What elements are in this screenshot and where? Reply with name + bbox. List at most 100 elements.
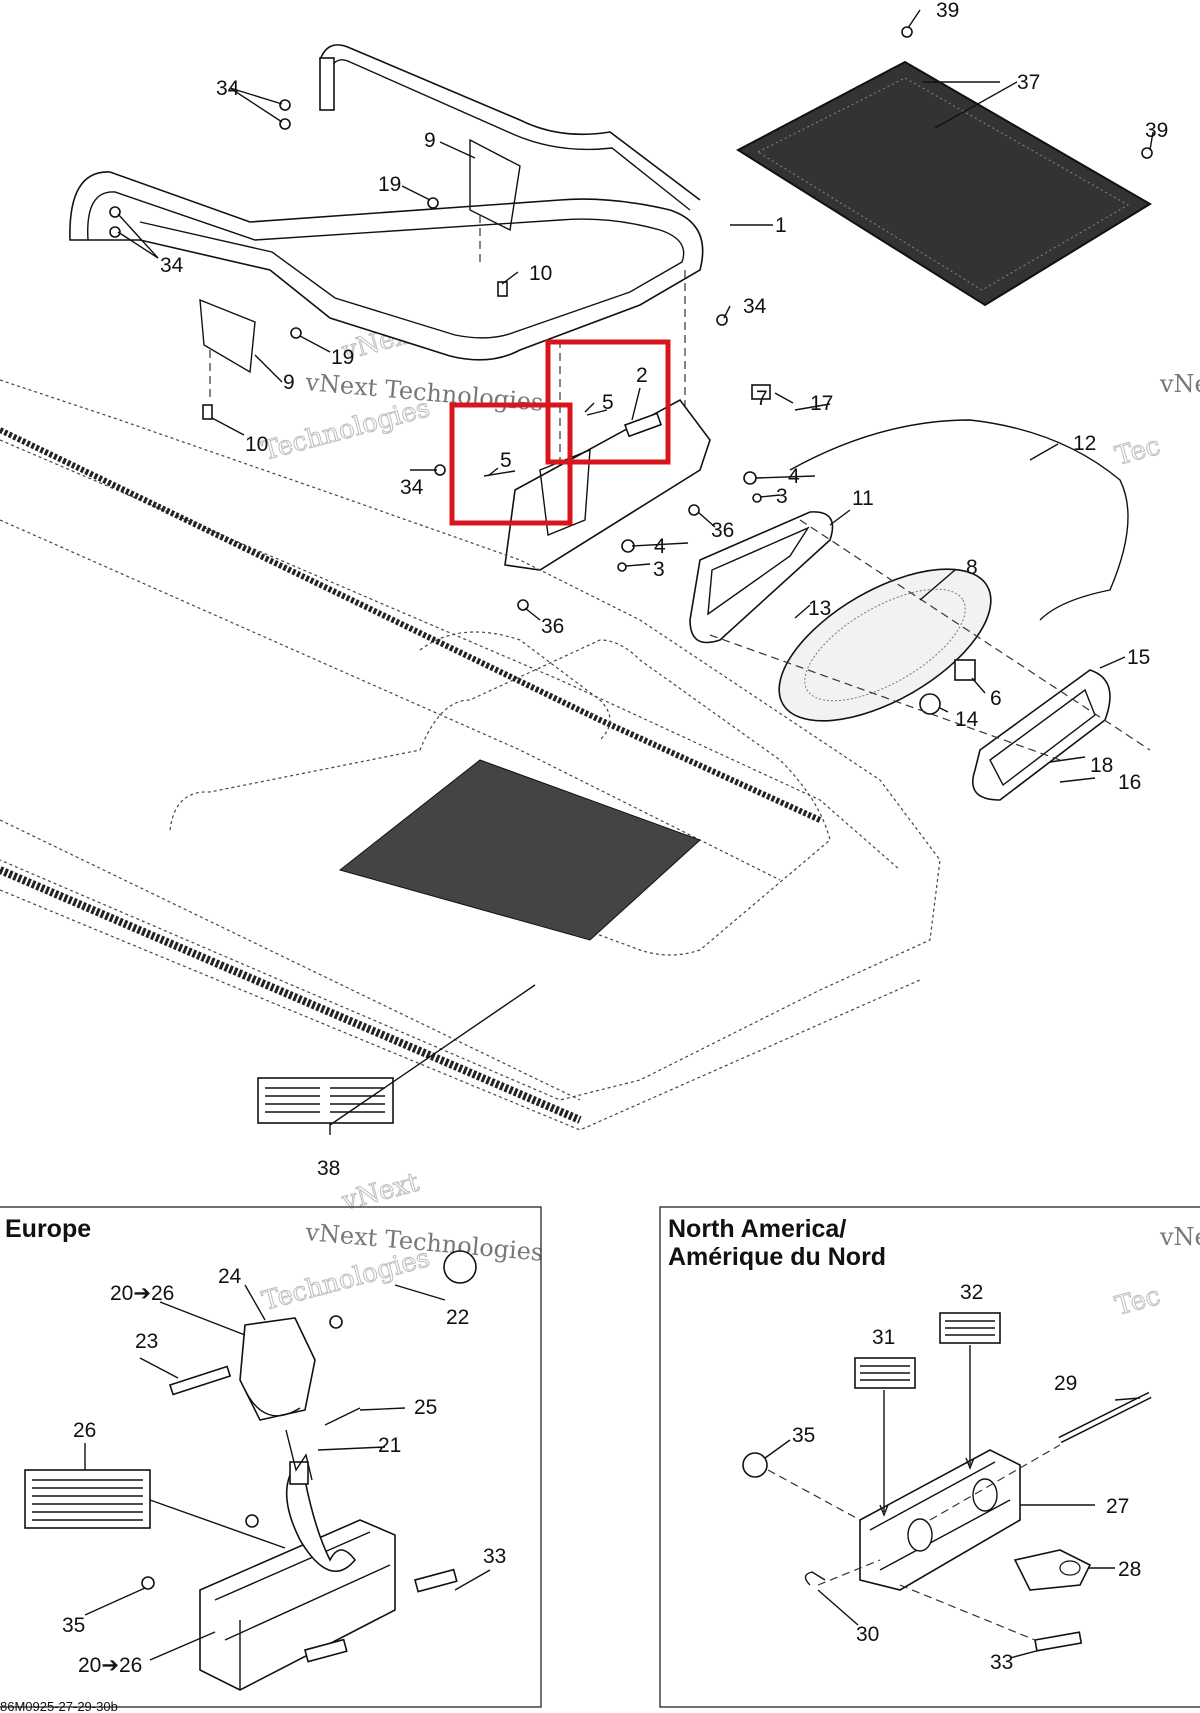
callout-1: 1 <box>775 214 787 237</box>
callout-21: 21 <box>378 1434 401 1457</box>
callout-8: 8 <box>966 556 978 579</box>
callout-4: 4 <box>788 465 800 488</box>
europe-title: Europe <box>5 1215 91 1243</box>
callout-7: 7 <box>756 387 768 410</box>
main-assembly: 34 34 9 19 10 1 34 19 9 10 39 37 39 2 5 … <box>0 0 1168 1180</box>
snowmobile-ghost <box>0 379 941 1131</box>
connector-7 <box>751 384 771 400</box>
bulb-14 <box>919 693 941 715</box>
decal-38 <box>257 1077 394 1124</box>
reflector-8 <box>778 568 992 722</box>
callout-36: 36 <box>541 615 564 638</box>
callout-10: 10 <box>529 262 552 285</box>
callouts-top: 34 34 9 19 10 1 34 19 9 10 39 37 39 2 5 … <box>160 0 1168 1180</box>
callout-34: 34 <box>160 254 184 277</box>
callout-11: 11 <box>852 487 874 510</box>
callout-18: 18 <box>1090 754 1113 777</box>
callout-34: 34 <box>743 295 767 318</box>
leader-lines <box>117 9 1154 1135</box>
ball-mount-28 <box>1013 1549 1092 1591</box>
callout-2: 2 <box>636 364 648 387</box>
callout-29: 29 <box>1054 1372 1077 1395</box>
callout-36: 36 <box>711 519 734 542</box>
callout-33: 33 <box>990 1651 1013 1674</box>
hook <box>285 1474 357 1572</box>
callout-24: 24 <box>218 1265 242 1288</box>
diagram-code: 86M0925-27-29-30b <box>0 1699 118 1713</box>
callout-25: 25 <box>414 1396 437 1419</box>
bracket-9-left <box>199 298 256 374</box>
cap-35 <box>742 1452 768 1478</box>
callout-6: 6 <box>990 687 1002 710</box>
callout-14: 14 <box>955 708 979 731</box>
watermark-technologies-2: Technologies <box>259 1243 433 1317</box>
watermark-right-4: Tec <box>1112 1281 1164 1322</box>
watermark-right-3: vNe <box>1159 1223 1200 1251</box>
watermark-technologies: Technologies <box>259 393 433 467</box>
callout-15: 15 <box>1127 646 1150 669</box>
rack-tube <box>69 171 704 361</box>
callout-34: 34 <box>216 77 240 100</box>
coupling-24 <box>239 1317 316 1421</box>
bracket-9-top <box>469 138 521 232</box>
ring-22 <box>443 1250 477 1284</box>
highlight-box-part-2 <box>545 339 671 465</box>
callout-4: 4 <box>654 535 666 558</box>
tail-light-assembly <box>689 384 1151 801</box>
callout-10: 10 <box>245 433 268 456</box>
spring-21 <box>285 1429 313 1481</box>
callout-31: 31 <box>872 1326 895 1349</box>
hitch-receiver <box>199 1519 396 1691</box>
watermark-right-2: Tec <box>1112 431 1164 472</box>
callout-3: 3 <box>776 485 788 508</box>
europe-panel: Europe <box>0 1206 542 1708</box>
callout-9: 9 <box>283 371 295 394</box>
europe-leaders <box>84 1284 491 1661</box>
callout-39: 39 <box>1145 119 1168 142</box>
callout-5: 5 <box>500 449 512 472</box>
callout-26: 26 <box>73 1419 96 1442</box>
callout-20-26: 20➔26 <box>78 1654 142 1677</box>
callout-3: 3 <box>653 558 665 581</box>
highlight-box-part-5 <box>449 402 573 526</box>
callout-5: 5 <box>602 391 614 414</box>
callout-35: 35 <box>792 1424 815 1447</box>
callout-12: 12 <box>1073 432 1096 455</box>
callout-35: 35 <box>62 1614 85 1637</box>
callout-38: 38 <box>317 1157 340 1180</box>
watermark-vnext-2: vNext <box>338 1167 423 1217</box>
callout-23: 23 <box>135 1330 158 1353</box>
north-america-panel: North America/ Amérique du Nord <box>659 1206 1200 1708</box>
bolt-33 <box>414 1568 458 1593</box>
socket-6 <box>954 659 976 681</box>
callout-27: 27 <box>1106 1495 1129 1518</box>
callout-32: 32 <box>960 1281 983 1304</box>
spring-25 <box>324 1407 361 1426</box>
callout-13: 13 <box>808 597 831 620</box>
callout-34: 34 <box>400 476 424 499</box>
callout-37: 37 <box>1017 71 1040 94</box>
na-callouts: 32 31 29 35 27 28 30 33 <box>792 1281 1141 1674</box>
rack-end-cap <box>319 57 335 111</box>
na-title-line-1: North America/ <box>668 1215 846 1243</box>
mat-37 <box>735 26 1153 307</box>
callout-22: 22 <box>446 1306 469 1329</box>
callout-9: 9 <box>424 129 436 152</box>
watermark: vNext vNext Technologies Technologies vN… <box>259 317 1200 1322</box>
callout-30: 30 <box>856 1623 879 1646</box>
callout-20-26: 20➔26 <box>110 1282 174 1305</box>
europe-callouts: 20➔26 24 22 23 25 21 26 33 35 20➔26 <box>62 1265 506 1677</box>
na-title-line-2: Amérique du Nord <box>668 1243 886 1271</box>
callout-16: 16 <box>1118 771 1141 794</box>
bolt-23 <box>168 1365 232 1396</box>
clip-30 <box>804 1571 826 1586</box>
callout-33: 33 <box>483 1545 506 1568</box>
callout-19: 19 <box>331 346 354 369</box>
callout-28: 28 <box>1118 1558 1141 1581</box>
na-leaders <box>764 1345 1141 1659</box>
callout-17: 17 <box>810 392 833 415</box>
bolt-34-top <box>109 99 728 476</box>
callout-39: 39 <box>936 0 959 22</box>
callout-19: 19 <box>378 173 401 196</box>
watermark-right-1: vNe <box>1159 370 1200 398</box>
